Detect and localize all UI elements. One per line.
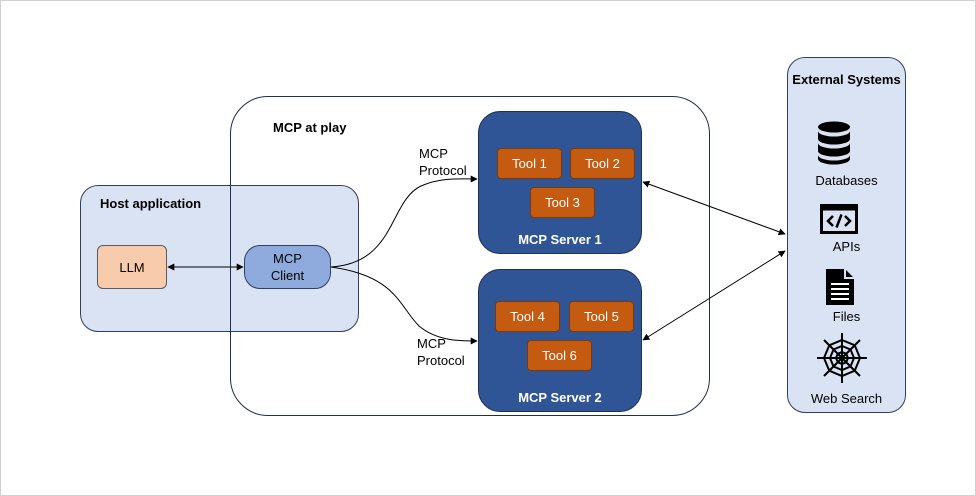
files-label: Files: [832, 309, 861, 324]
database-icon: [818, 121, 850, 165]
tool-1-box: Tool 1: [497, 148, 562, 179]
mcp-client-box: MCP Client: [244, 245, 331, 289]
llm-box: LLM: [97, 245, 167, 289]
mcp-server-1-box: Tool 1 Tool 2 Tool 3 MCP Server 1: [478, 111, 642, 254]
protocol-label-top: MCP Protocol: [419, 145, 467, 179]
mcp-server-1-label: MCP Server 1: [518, 232, 602, 247]
mcp-at-play-title: MCP at play: [273, 120, 347, 135]
tool-5-box: Tool 5: [569, 301, 634, 332]
file-document-icon: [826, 269, 854, 305]
mcp-server-2-label: MCP Server 2: [518, 390, 602, 405]
tool-4-box: Tool 4: [495, 301, 560, 332]
protocol-label-bottom-line2: Protocol: [417, 353, 465, 368]
mcp-server-2-box: Tool 4 Tool 5 Tool 6 MCP Server 2: [478, 269, 642, 412]
api-code-icon: [820, 204, 858, 234]
external-systems-title: External Systems: [792, 72, 901, 87]
spider-web-icon: [817, 333, 867, 383]
host-application-title: Host application: [100, 196, 202, 211]
protocol-label-bottom: MCP Protocol: [417, 335, 465, 369]
llm-label: LLM: [119, 259, 145, 275]
tool-6-box: Tool 6: [527, 340, 592, 371]
web-search-label: Web Search: [810, 391, 883, 406]
tool-3-box: Tool 3: [530, 187, 595, 218]
protocol-label-top-line2: Protocol: [419, 163, 467, 178]
protocol-label-bottom-line1: MCP: [417, 336, 446, 351]
protocol-label-top-line1: MCP: [419, 146, 448, 161]
mcp-client-label-line2: Client: [270, 268, 305, 283]
apis-label: APIs: [832, 239, 861, 254]
mcp-client-label-line1: MCP: [273, 251, 302, 266]
tool-2-box: Tool 2: [570, 148, 635, 179]
databases-label: Databases: [815, 173, 878, 188]
